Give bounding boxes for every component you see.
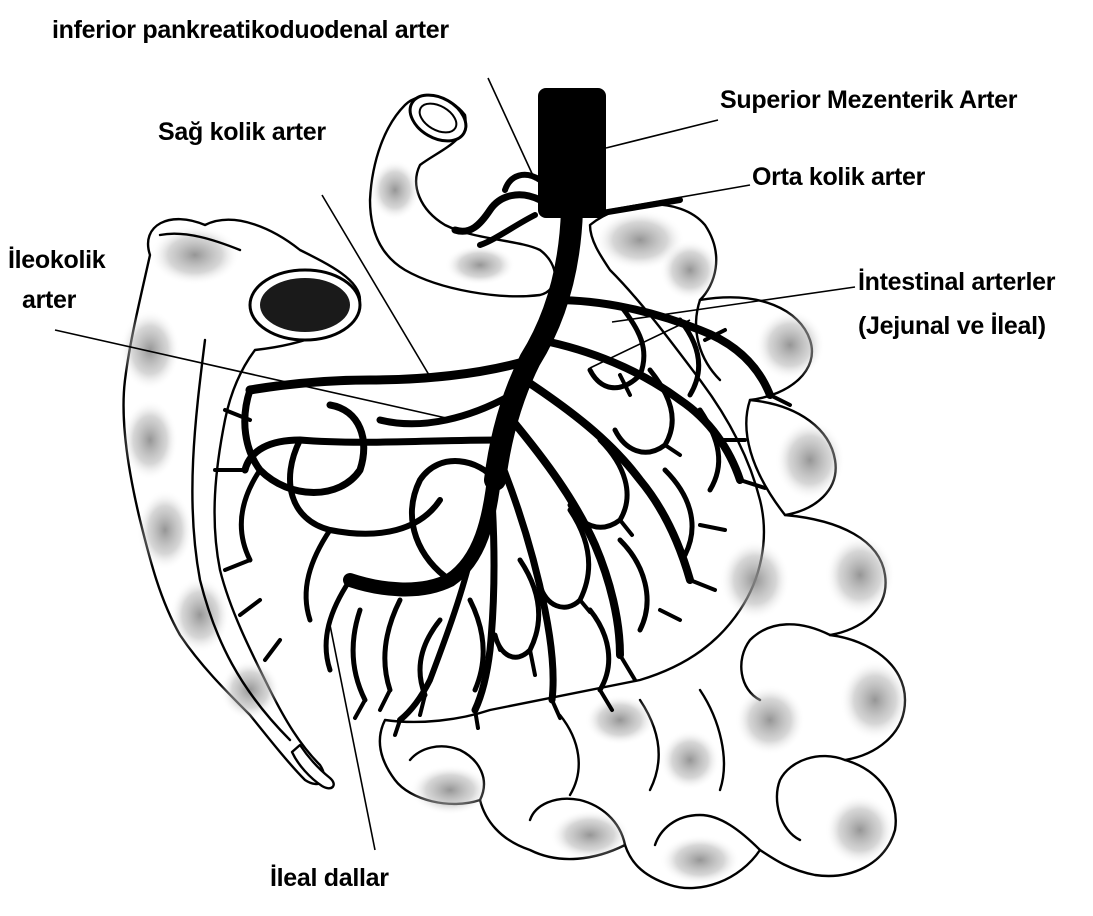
leader-inferior-pd	[488, 78, 535, 180]
duodenum	[370, 86, 555, 297]
label-inferior-pankreatikoduodenal: inferior pankreatikoduodenal arter	[52, 16, 449, 44]
bowel-shade	[550, 810, 630, 860]
bowel-shade	[585, 695, 655, 745]
bowel-shade	[410, 765, 490, 815]
small-intestine	[380, 204, 910, 888]
duodenum-shade	[370, 160, 420, 220]
label-ileokolik-line1: İleokolik	[8, 246, 106, 274]
bowel-shade	[825, 795, 895, 865]
sma-trunk-top	[538, 88, 606, 218]
leader-orta-kolik	[608, 185, 750, 210]
label-ileal-dallar: İleal dallar	[270, 864, 389, 892]
bowel-shade	[825, 535, 895, 615]
label-ileokolik-line2: arter	[22, 286, 77, 314]
label-sag-kolik: Sağ kolik arter	[158, 118, 326, 146]
bowel-shade	[840, 660, 910, 740]
colon-shade	[120, 310, 180, 390]
colon-shade	[122, 400, 178, 480]
bowel-shade	[755, 310, 825, 380]
label-superior-mezenterik: Superior Mezenterik Arter	[720, 86, 1018, 114]
bowel-shade	[660, 835, 740, 885]
bowel-shade	[720, 540, 790, 620]
bowel-shade	[735, 685, 805, 755]
colon-lumen	[260, 278, 350, 332]
artery-tree	[215, 88, 790, 735]
ascending-colon	[120, 219, 360, 788]
label-intestinal-line2: (Jejunal ve İleal)	[858, 312, 1046, 340]
colon-shade	[220, 660, 280, 720]
bowel-shade	[775, 420, 845, 500]
label-orta-kolik: Orta kolik arter	[752, 163, 926, 191]
leader-superior-me	[606, 120, 718, 148]
duodenum-shade	[445, 245, 515, 285]
label-intestinal-line1: İntestinal arterler	[858, 268, 1056, 296]
colon-shade	[137, 490, 193, 570]
bowel-shade	[660, 240, 720, 300]
bowel-shade	[660, 730, 720, 790]
